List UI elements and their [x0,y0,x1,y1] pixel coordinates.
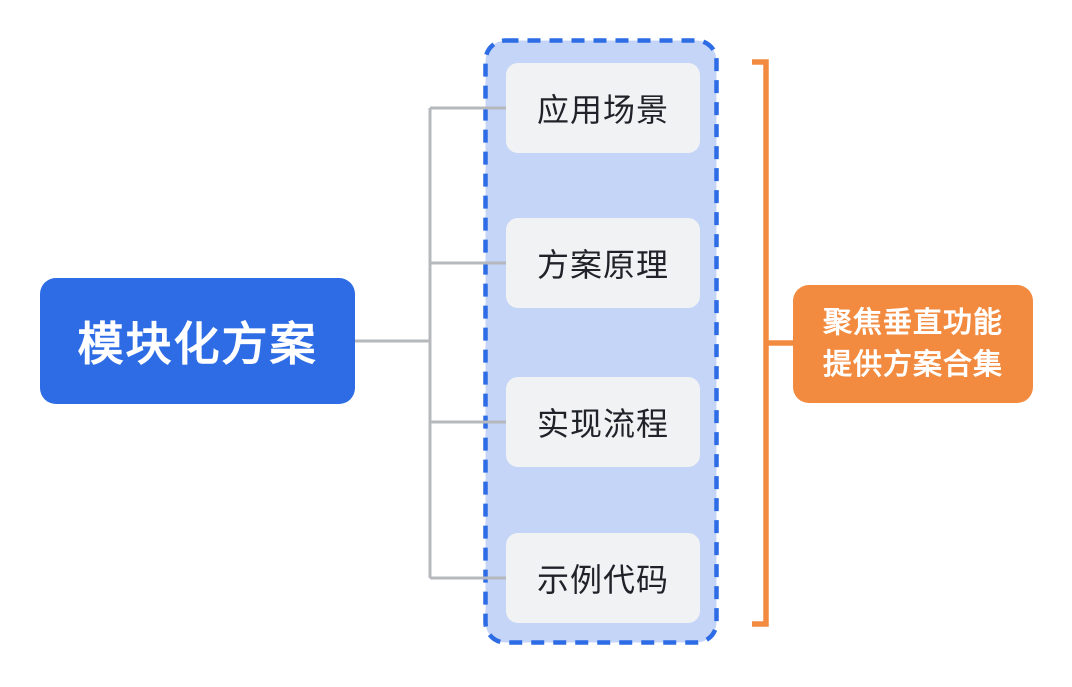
summary-annotation-line-2: 提供方案合集 [822,349,1003,381]
summary-bracket [752,59,793,627]
tree-connector-lines [355,106,506,580]
child-node-2[interactable]: 方案原理 [506,218,700,308]
root-node[interactable]: 模块化方案 [40,278,355,404]
summary-annotation-node[interactable]: 聚焦垂直功能 提供方案合集 [793,285,1033,403]
root-node-label: 模块化方案 [77,318,318,370]
child-node-3-label: 实现流程 [536,406,669,442]
child-node-1-label: 应用场景 [536,92,669,128]
child-node-1[interactable]: 应用场景 [506,63,700,153]
group-container[interactable] [483,38,719,645]
child-node-2-label: 方案原理 [536,247,669,283]
summary-annotation-line-1: 聚焦垂直功能 [822,307,1003,339]
child-node-3[interactable]: 实现流程 [506,377,700,467]
child-node-4[interactable]: 示例代码 [506,533,700,623]
child-node-4-label: 示例代码 [536,562,669,598]
